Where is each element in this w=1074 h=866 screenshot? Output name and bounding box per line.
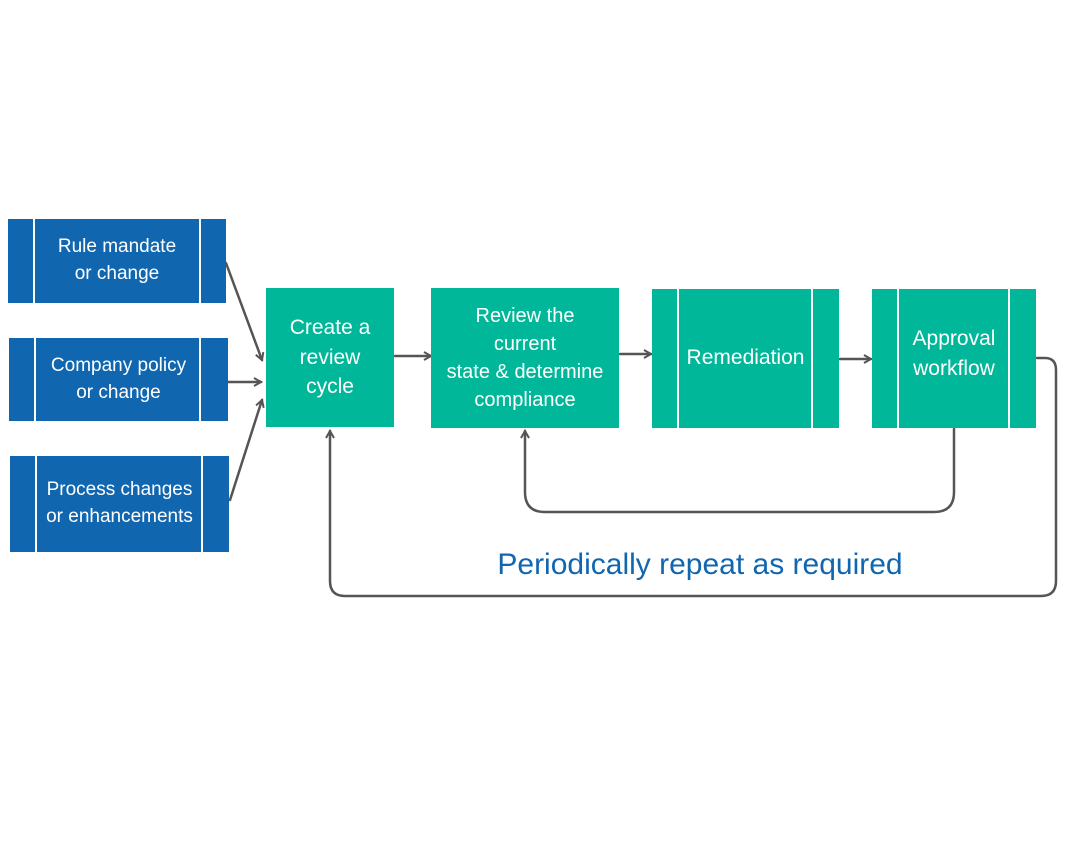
box-divider — [199, 338, 201, 421]
loop-approval-to-review — [525, 427, 956, 514]
step-approval-workflow: Approval workflow — [872, 289, 1036, 428]
step-review-current-state: Review the current state & determine com… — [431, 288, 619, 428]
box-divider — [811, 289, 813, 428]
input-process-changes-label: Process changes or enhancements — [46, 479, 193, 527]
box-divider — [1008, 289, 1010, 428]
step-create-review-cycle-label: Create a review cycle — [289, 316, 371, 399]
arrow-rule-to-create — [224, 261, 262, 360]
input-company-policy: Company policy or change — [9, 338, 228, 421]
input-company-policy-label: Company policy or change — [50, 354, 187, 403]
step-remediation-label: Remediation — [686, 345, 805, 369]
box-divider — [199, 219, 201, 303]
input-process-changes: Process changes or enhancements — [10, 456, 229, 552]
step-remediation: Remediation — [652, 289, 839, 428]
step-approval-workflow-label: Approval workflow — [912, 327, 996, 380]
step-review-current-state-label: Review the current state & determine com… — [446, 305, 604, 411]
box-divider — [33, 219, 35, 303]
loop-repeat-to-create — [330, 356, 1058, 598]
repeat-caption: Periodically repeat as required — [497, 548, 903, 581]
box-divider — [201, 456, 203, 552]
step-create-review-cycle: Create a review cycle — [266, 288, 394, 427]
input-rule-mandate: Rule mandate or change — [8, 219, 226, 303]
box-divider — [677, 289, 679, 428]
box-divider — [34, 338, 36, 421]
arrow-process-to-create — [228, 400, 262, 502]
input-rule-mandate-label: Rule mandate or change — [57, 236, 177, 284]
box-divider — [35, 456, 37, 552]
box-divider — [897, 289, 899, 428]
